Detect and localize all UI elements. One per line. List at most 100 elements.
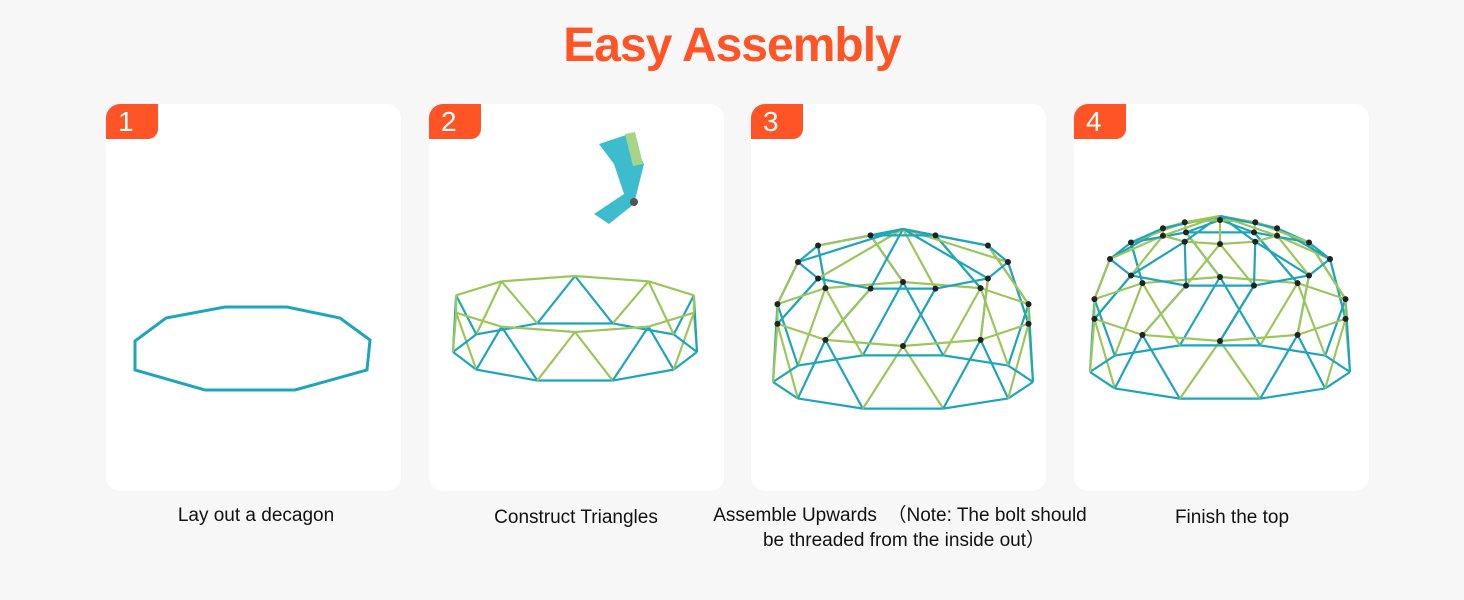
- dome-strut: [817, 277, 871, 290]
- dome-strut: [942, 339, 982, 410]
- bolt-joint: [977, 336, 984, 343]
- bolt-joint: [1327, 256, 1333, 262]
- bolt-joint: [822, 285, 829, 292]
- connector-hub-icon: [594, 132, 644, 224]
- dome-strut: [574, 274, 649, 283]
- dome-strut: [1162, 214, 1221, 237]
- dome-strut: [1297, 282, 1346, 301]
- bolt-joint: [1091, 315, 1098, 322]
- dome-strut: [1308, 241, 1331, 260]
- dome-strut: [1324, 371, 1351, 390]
- dome-strut: [1130, 274, 1187, 287]
- bolt-joint: [1025, 320, 1032, 327]
- dome-strut: [1184, 214, 1221, 224]
- bolt-joint: [1250, 282, 1257, 289]
- dome-strut: [1089, 354, 1116, 373]
- dome-strut: [797, 244, 819, 263]
- dome-strut: [817, 228, 904, 280]
- bolt-joint: [1107, 256, 1113, 262]
- dome-strut: [1219, 240, 1256, 246]
- bolt-joint: [1139, 331, 1146, 338]
- dome-strut: [1094, 282, 1143, 301]
- dome-strut: [574, 325, 649, 334]
- bolt-joint: [1250, 229, 1257, 236]
- bolt-joint: [1294, 331, 1301, 338]
- dome-strut: [1219, 218, 1255, 234]
- bolt-joint: [1159, 232, 1166, 239]
- dome-strut: [796, 339, 827, 399]
- dome-strut: [902, 228, 989, 280]
- dome-strut: [501, 274, 576, 283]
- bolt-joint: [984, 242, 991, 249]
- dome-strut: [1130, 231, 1187, 244]
- dome-strut: [825, 338, 904, 348]
- bolt-joint: [1274, 225, 1281, 232]
- bolt-joint: [1305, 272, 1312, 279]
- dome-strut: [574, 331, 614, 382]
- bolt-joint: [815, 275, 822, 282]
- bolt-joint: [1217, 274, 1223, 280]
- dome-strut: [500, 280, 539, 325]
- dome-strut: [1093, 258, 1112, 300]
- dome-strut: [902, 338, 981, 348]
- bolt-joint: [1305, 239, 1312, 246]
- dome-strut: [1219, 214, 1278, 237]
- dome-strut: [1178, 340, 1221, 400]
- dome-strut: [647, 326, 675, 371]
- bolt-joint: [1005, 259, 1011, 265]
- dome-strut: [1142, 275, 1221, 285]
- dome-strut: [935, 277, 989, 290]
- dome-strut: [475, 326, 503, 371]
- dome-strut: [902, 280, 981, 290]
- dome-strut: [1007, 323, 1030, 399]
- dome-strut: [673, 351, 698, 371]
- dome-strut: [797, 354, 863, 367]
- dome-strut: [476, 322, 538, 336]
- dome-strut: [870, 227, 904, 237]
- dome-strut: [987, 244, 1009, 263]
- bolt-joint: [1025, 301, 1032, 308]
- dome-strut: [1296, 334, 1327, 389]
- dome-strut: [455, 311, 502, 328]
- step-number-badge: 2: [429, 104, 481, 139]
- dome-strut: [1183, 241, 1188, 286]
- dome-strut: [1093, 318, 1116, 389]
- dome-strut: [987, 261, 1009, 280]
- dome-strut: [1296, 282, 1327, 356]
- dome-strut: [500, 326, 539, 382]
- bolt-joint: [977, 285, 984, 292]
- dome-strut: [797, 397, 863, 410]
- dome-strut: [824, 287, 872, 341]
- step-caption-3: Assemble Upwards （Note: The bolt should: [713, 505, 1087, 526]
- dome-strut: [777, 322, 826, 341]
- dome-strut: [1219, 275, 1298, 285]
- dome-strut: [825, 280, 904, 290]
- dome-strut: [611, 326, 650, 382]
- dome-strut: [1093, 274, 1132, 320]
- dome-strut: [980, 322, 1029, 341]
- dome-strut: [1253, 231, 1310, 244]
- bolt-joint: [900, 279, 906, 285]
- dome-strut: [1141, 284, 1187, 336]
- bolt-joint: [774, 320, 781, 327]
- dome-strut: [902, 227, 989, 247]
- bolt-joint: [822, 336, 829, 343]
- dome-strut: [1162, 234, 1186, 243]
- dome-strut: [476, 368, 538, 382]
- dome-strut: [1185, 243, 1221, 287]
- bolt-joint: [1342, 315, 1349, 322]
- dome-strut: [1142, 333, 1221, 343]
- dome-strut: [772, 381, 799, 400]
- decagon-illustration: [133, 305, 372, 392]
- partial-dome-illustration: [771, 227, 1035, 410]
- dome-strut: [796, 287, 827, 366]
- bolt-joint: [1217, 338, 1223, 344]
- dome-strut: [1178, 276, 1221, 346]
- dome-strut: [647, 280, 675, 335]
- dome-strut: [1254, 240, 1310, 277]
- dome-strut: [1109, 234, 1164, 261]
- step-caption-2: Construct Triangles: [494, 507, 658, 528]
- dome-strut: [979, 339, 1010, 399]
- dome-strut: [1253, 274, 1310, 287]
- bolt-joint: [815, 242, 822, 249]
